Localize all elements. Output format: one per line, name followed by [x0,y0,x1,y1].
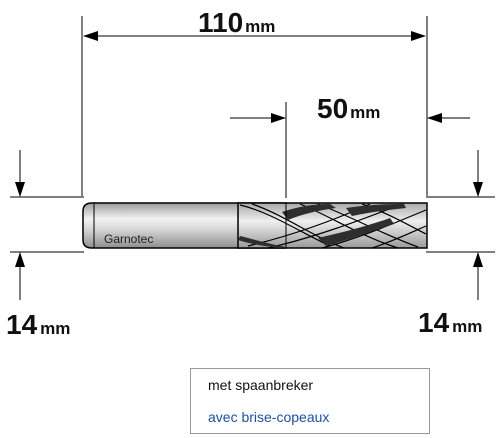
total-length-value: 110 [198,7,243,38]
arrowhead-cutting-left-icon [271,113,286,123]
brand-label: Garnotec [104,232,153,246]
router-bit: Garnotec [82,202,428,249]
arrowhead-cutting-top-icon [473,182,483,197]
router-bit-shank [82,202,287,249]
cutting-length-value: 50 [317,93,348,124]
arrowhead-left-icon [83,31,98,41]
total-length-unit: mm [245,17,275,36]
caption-dutch: met spaanbreker [208,377,314,393]
arrowhead-right-icon [411,31,426,41]
cutting-diameter-value: 14 [418,307,450,338]
chip-breaker-bands [238,204,406,248]
arrowhead-cutting-bottom-icon [473,252,483,267]
cutting-length-unit: mm [350,103,380,122]
cutting-diameter-unit: mm [452,317,482,336]
arrowhead-shank-top-icon [15,182,25,197]
caption-box: met spaanbreker avec brise-copeaux [190,368,430,434]
caption-french: avec brise-copeaux [208,409,330,425]
arrowhead-shank-bottom-icon [15,252,25,267]
shank-diameter-value: 14 [6,309,38,340]
shank-diameter-unit: mm [40,319,70,338]
arrowhead-cutting-right-icon [427,113,442,123]
